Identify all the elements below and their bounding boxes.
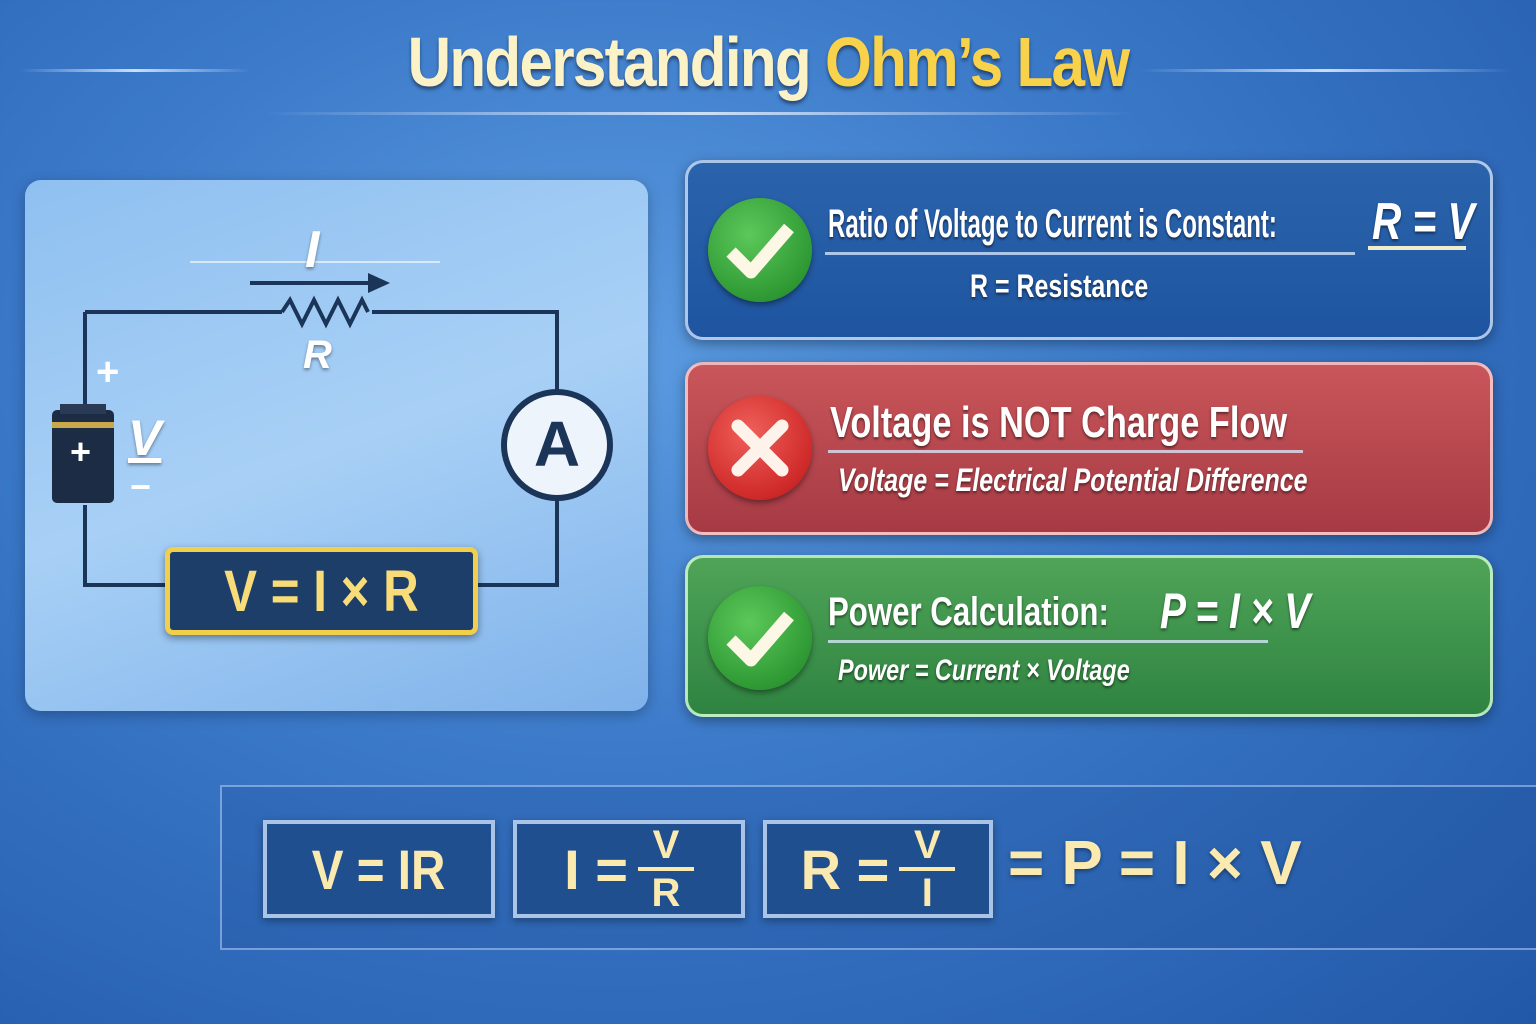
ammeter-icon: [501, 389, 613, 501]
card2-heading: Voltage is NOT Charge Flow: [830, 398, 1288, 447]
ammeter-label: A: [533, 408, 581, 480]
ohms-law-formula-box: V = I × R: [165, 547, 478, 635]
formula-power: = P = I × V: [1008, 829, 1302, 898]
card-power-calculation: [685, 555, 1493, 717]
title-rule-left: [20, 69, 250, 72]
numerator: V: [652, 823, 680, 867]
resistor-icon: [280, 295, 370, 329]
battery-icon: [52, 404, 114, 503]
formula-v-ir: V = IR: [263, 820, 495, 918]
divider: [828, 640, 1268, 643]
card3-heading: Power Calculation:: [828, 590, 1109, 634]
ohms-law-formula: V = I × R: [224, 558, 419, 624]
numerator: V: [914, 823, 941, 867]
formula-text: V = IR: [312, 837, 446, 901]
divider: [1368, 246, 1466, 250]
card1-heading: Ratio of Voltage to Current is Constant:: [828, 202, 1277, 246]
x-icon: [708, 396, 812, 500]
title-part2: Ohm’s Law: [824, 23, 1130, 101]
formula-lhs: I =: [564, 837, 628, 901]
voltage-label: V: [128, 410, 162, 466]
circuit-diagram: [52, 261, 613, 587]
card2-subtext: Voltage = Electrical Potential Differenc…: [838, 462, 1308, 498]
resistor-label: R: [303, 333, 332, 377]
current-label: I: [305, 221, 320, 279]
card-voltage-not-flow: [685, 362, 1493, 535]
battery-minus-label: −: [130, 466, 152, 507]
denominator: R: [651, 871, 681, 915]
card1-formula: R = V: [1372, 193, 1475, 251]
divider: [828, 450, 1303, 453]
wire: [83, 310, 559, 587]
card1-subtext: R = Resistance: [970, 268, 1149, 304]
current-arrow-head: [368, 273, 390, 293]
check-icon: [708, 586, 812, 690]
check-icon: [708, 198, 812, 302]
battery-plus-label: +: [96, 350, 120, 394]
battery-plus-inner: +: [70, 431, 92, 472]
title-rule-right: [1140, 69, 1510, 72]
divider: [825, 252, 1355, 255]
card3-subtext: Power = Current × Voltage: [838, 654, 1130, 687]
denominator: I: [921, 871, 933, 915]
card-ratio-constant: [685, 160, 1493, 340]
formula-lhs: R =: [800, 837, 890, 901]
title-part1: Understanding: [407, 23, 812, 101]
page-title: Understanding Ohm’s Law: [108, 22, 1429, 102]
card3-formula: P = I × V: [1160, 583, 1311, 639]
title-underline: [265, 112, 1135, 115]
